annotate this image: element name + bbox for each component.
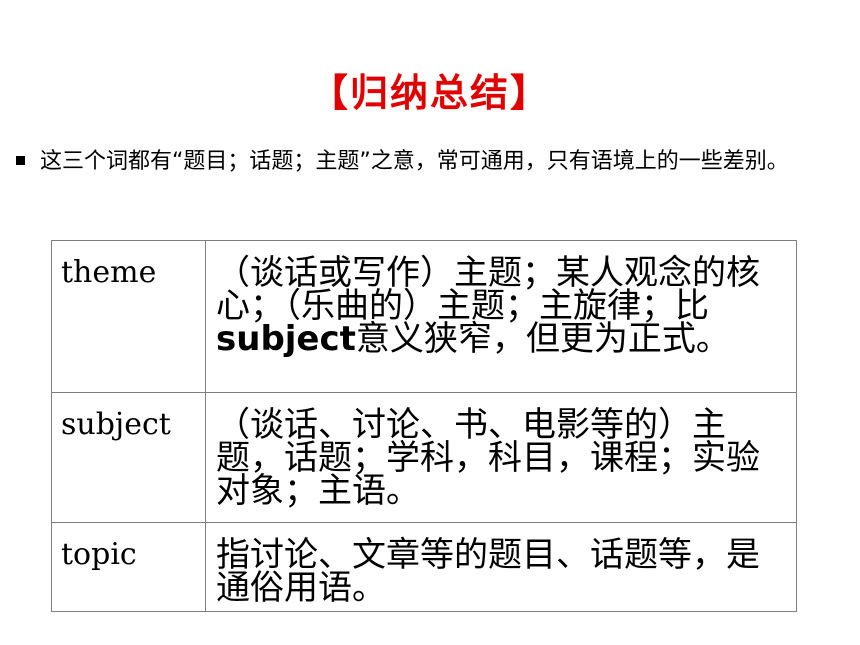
table-row: theme （谈话或写作）主题；某人观念的核心；（乐曲的）主题；主旋律；比sub… <box>51 240 797 393</box>
table-row: topic 指讨论、文章等的题目、话题等，是通俗用语。 <box>51 522 797 612</box>
definition-text-part: （谈话或写作）主题；某人观念的核心；（乐曲的）主题；主旋律；比 <box>216 253 760 326</box>
definition-emphasis: subject <box>216 319 356 359</box>
definition-cell: （谈话或写作）主题；某人观念的核心；（乐曲的）主题；主旋律；比subject意义… <box>205 240 797 393</box>
term-cell: theme <box>51 240 206 393</box>
term-cell: topic <box>51 522 206 612</box>
term-cell: subject <box>51 392 206 523</box>
table-row: subject （谈话、讨论、书、电影等的）主题，话题；学科，科目，课程；实验对… <box>51 392 797 523</box>
slide-title: 【归纳总结】 <box>309 71 550 115</box>
definition-cell: （谈话、讨论、书、电影等的）主题，话题；学科，科目，课程；实验对象；主语。 <box>205 392 797 523</box>
word-comparison-table: theme （谈话或写作）主题；某人观念的核心；（乐曲的）主题；主旋律；比sub… <box>51 240 797 612</box>
definition-cell: 指讨论、文章等的题目、话题等，是通俗用语。 <box>205 522 797 612</box>
summary-text: 这三个词都有“题目；话题；主题”之意，常可通用，只有语境上的一些差别。 <box>40 149 789 174</box>
definition-text-part: 意义狭窄，但更为正式。 <box>355 319 730 359</box>
square-bullet-icon <box>16 156 25 165</box>
